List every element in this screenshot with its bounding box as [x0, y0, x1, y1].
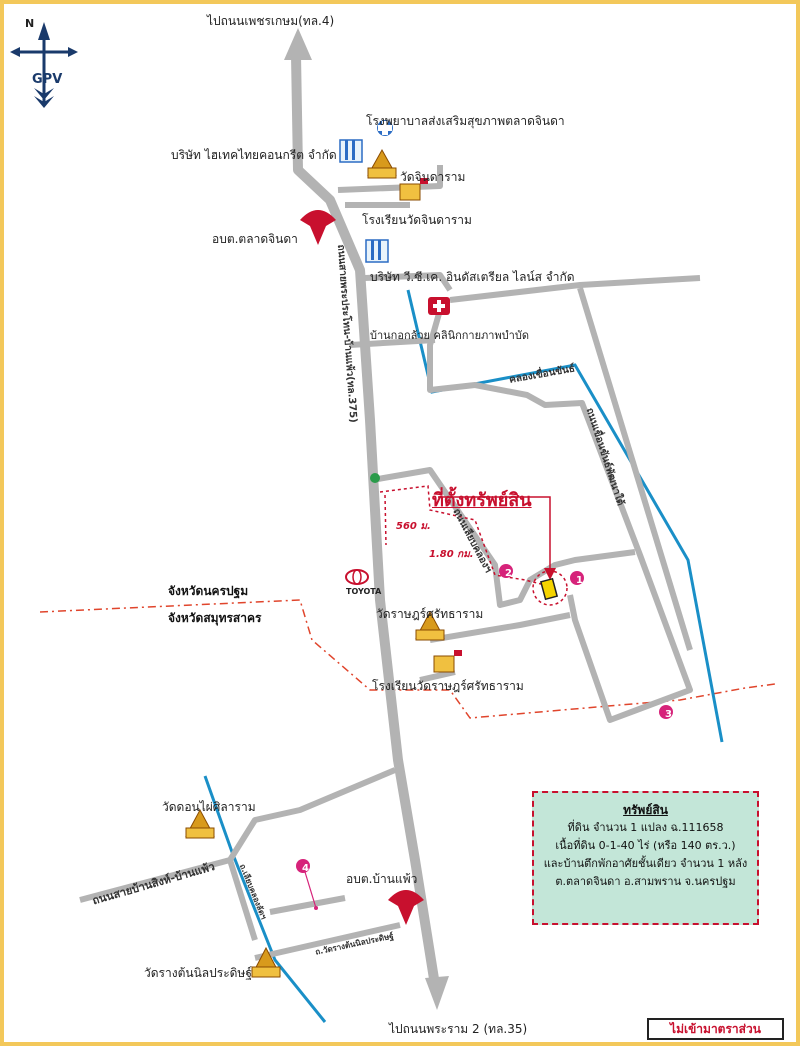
info-line-3: และบ้านตึกพักอาศัยชั้นเดียว จำนวน 1 หลัง [543, 857, 748, 870]
target-house [539, 577, 559, 601]
south-branch-1 [269, 895, 346, 915]
compass-north-label: N [25, 17, 35, 30]
hitech-label: บริษัท ไฮเทคไทยคอนกรีต จำกัด [171, 148, 337, 162]
compass-rose [10, 22, 78, 108]
info-line-4: ต.ตลาดจินดา อ.สามพราน จ.นครปฐม [555, 875, 736, 888]
canal-road [577, 287, 693, 651]
vck-label: บริษัท วี.ซี.เค. อินดัสเตรียล ไลน์ส จำกั… [370, 270, 575, 284]
target-circle [532, 570, 568, 606]
province-south-label: จังหวัดสมุทรสาคร [168, 611, 262, 625]
school-icon-2 [433, 650, 462, 673]
south-branch-3 [227, 859, 258, 941]
info-title: ทรัพย์สิน [623, 803, 668, 817]
road-network [79, 165, 701, 961]
info-line-2: เนื้อที่ดิน 0-1-40 ไร่ (หรือ 140 ตร.ว.) [555, 839, 736, 852]
school-jinda-label: โรงเรียนวัดจินดาราม [362, 213, 472, 227]
compass-brand: GPV [32, 72, 63, 87]
property-info-box: ทรัพย์สิน ที่ดิน จำนวน 1 แปลง ฉ.111658 เ… [532, 791, 759, 925]
temple-icon-3 [185, 808, 215, 839]
top-direction-label: ไปถนนเพชรเกษม(ทล.4) [207, 14, 335, 28]
temple-icon-1 [367, 148, 397, 179]
target-label: ที่ตั้งทรัพย์สิน [432, 490, 532, 511]
clinic-label: บ้านกอกล้วย คลินิกกายภาพบำบัด [370, 329, 529, 342]
wat-jinda-label: วัดจินดาราม [400, 170, 466, 184]
side-road-3 [364, 272, 453, 292]
temple-icon-2 [415, 610, 445, 641]
school-icon-1 [399, 178, 428, 201]
top-right-road [449, 275, 701, 303]
marker-4-pin [304, 871, 318, 910]
south-road [79, 767, 397, 903]
marker-2-label: 2 [505, 568, 512, 579]
province-north-label: จังหวัดนครปฐม [168, 584, 249, 598]
school-rat-label: โรงเรียนวัดราษฎร์ศรัทธาราม [372, 679, 524, 693]
marker-1-dot [570, 571, 584, 585]
marker-4-label: 4 [302, 863, 309, 874]
garuda-icon-2 [388, 890, 424, 925]
side-road-1 [337, 165, 443, 193]
toyota-label: TOYOTA [346, 587, 382, 596]
bottom-direction-label: ไปถนนพระราม 2 (ทล.35) [389, 1022, 528, 1036]
landmark-green-dot [370, 473, 380, 483]
distance-180-label: 1.80 กม. [429, 549, 474, 560]
marker-1-label: 1 [576, 575, 583, 586]
branch-road [371, 467, 636, 608]
target-arrowhead [544, 568, 556, 580]
arrow-north [284, 28, 312, 60]
distance-path [379, 485, 546, 586]
factory-icon-2 [365, 239, 389, 263]
map-canvas [10, 22, 776, 1023]
garuda-icon-1 [300, 210, 336, 245]
obt-ban-label: อบต.บ้านแพ้ว [346, 872, 418, 886]
marker-3-label: 3 [665, 709, 672, 720]
wat-road-1 [429, 612, 571, 643]
temple-icon-4 [251, 946, 281, 978]
scale-note: ไม่เข้ามาตราส่วน [647, 1018, 784, 1040]
toyota-icon [345, 569, 369, 585]
marker-4-dot [296, 859, 310, 873]
loop-road [427, 309, 693, 723]
wat-rang-label: วัดรางต้นนิลประดิษฐ์ [144, 966, 252, 980]
canal-line-2 [203, 775, 327, 1023]
marker-2-dot [499, 564, 513, 578]
wat-rat-label: วัดราษฎร์ศรัทธาราม [376, 607, 484, 621]
wat-don-label: วัดดอนไผ่ศิลาราม [162, 800, 256, 814]
wat-road-2 [419, 669, 456, 683]
factory-icon-1 [339, 139, 363, 163]
map-frame: N GPV ไปถนนเพชรเกษม(ทล.4) โรงพยาบาลส่งเส… [4, 4, 796, 1042]
main-road [291, 54, 440, 986]
province-border [39, 599, 776, 719]
arrow-south [425, 976, 449, 1010]
marker-3-dot [659, 705, 673, 719]
obt-talad-label: อบต.ตลาดจินดา [212, 232, 298, 246]
hospital-icon [377, 120, 393, 136]
target-pointer [438, 496, 551, 570]
info-line-1: ที่ดิน จำนวน 1 แปลง ฉ.111658 [567, 821, 724, 834]
canal-line-1 [406, 289, 724, 743]
clinic-icon [428, 297, 450, 315]
distance-560 [384, 494, 387, 546]
distance-560-label: 560 ม. [396, 521, 431, 532]
hospital-label: โรงพยาบาลส่งเสริมสุขภาพตลาดจินดา [366, 114, 565, 128]
south-branch-2 [254, 922, 401, 961]
